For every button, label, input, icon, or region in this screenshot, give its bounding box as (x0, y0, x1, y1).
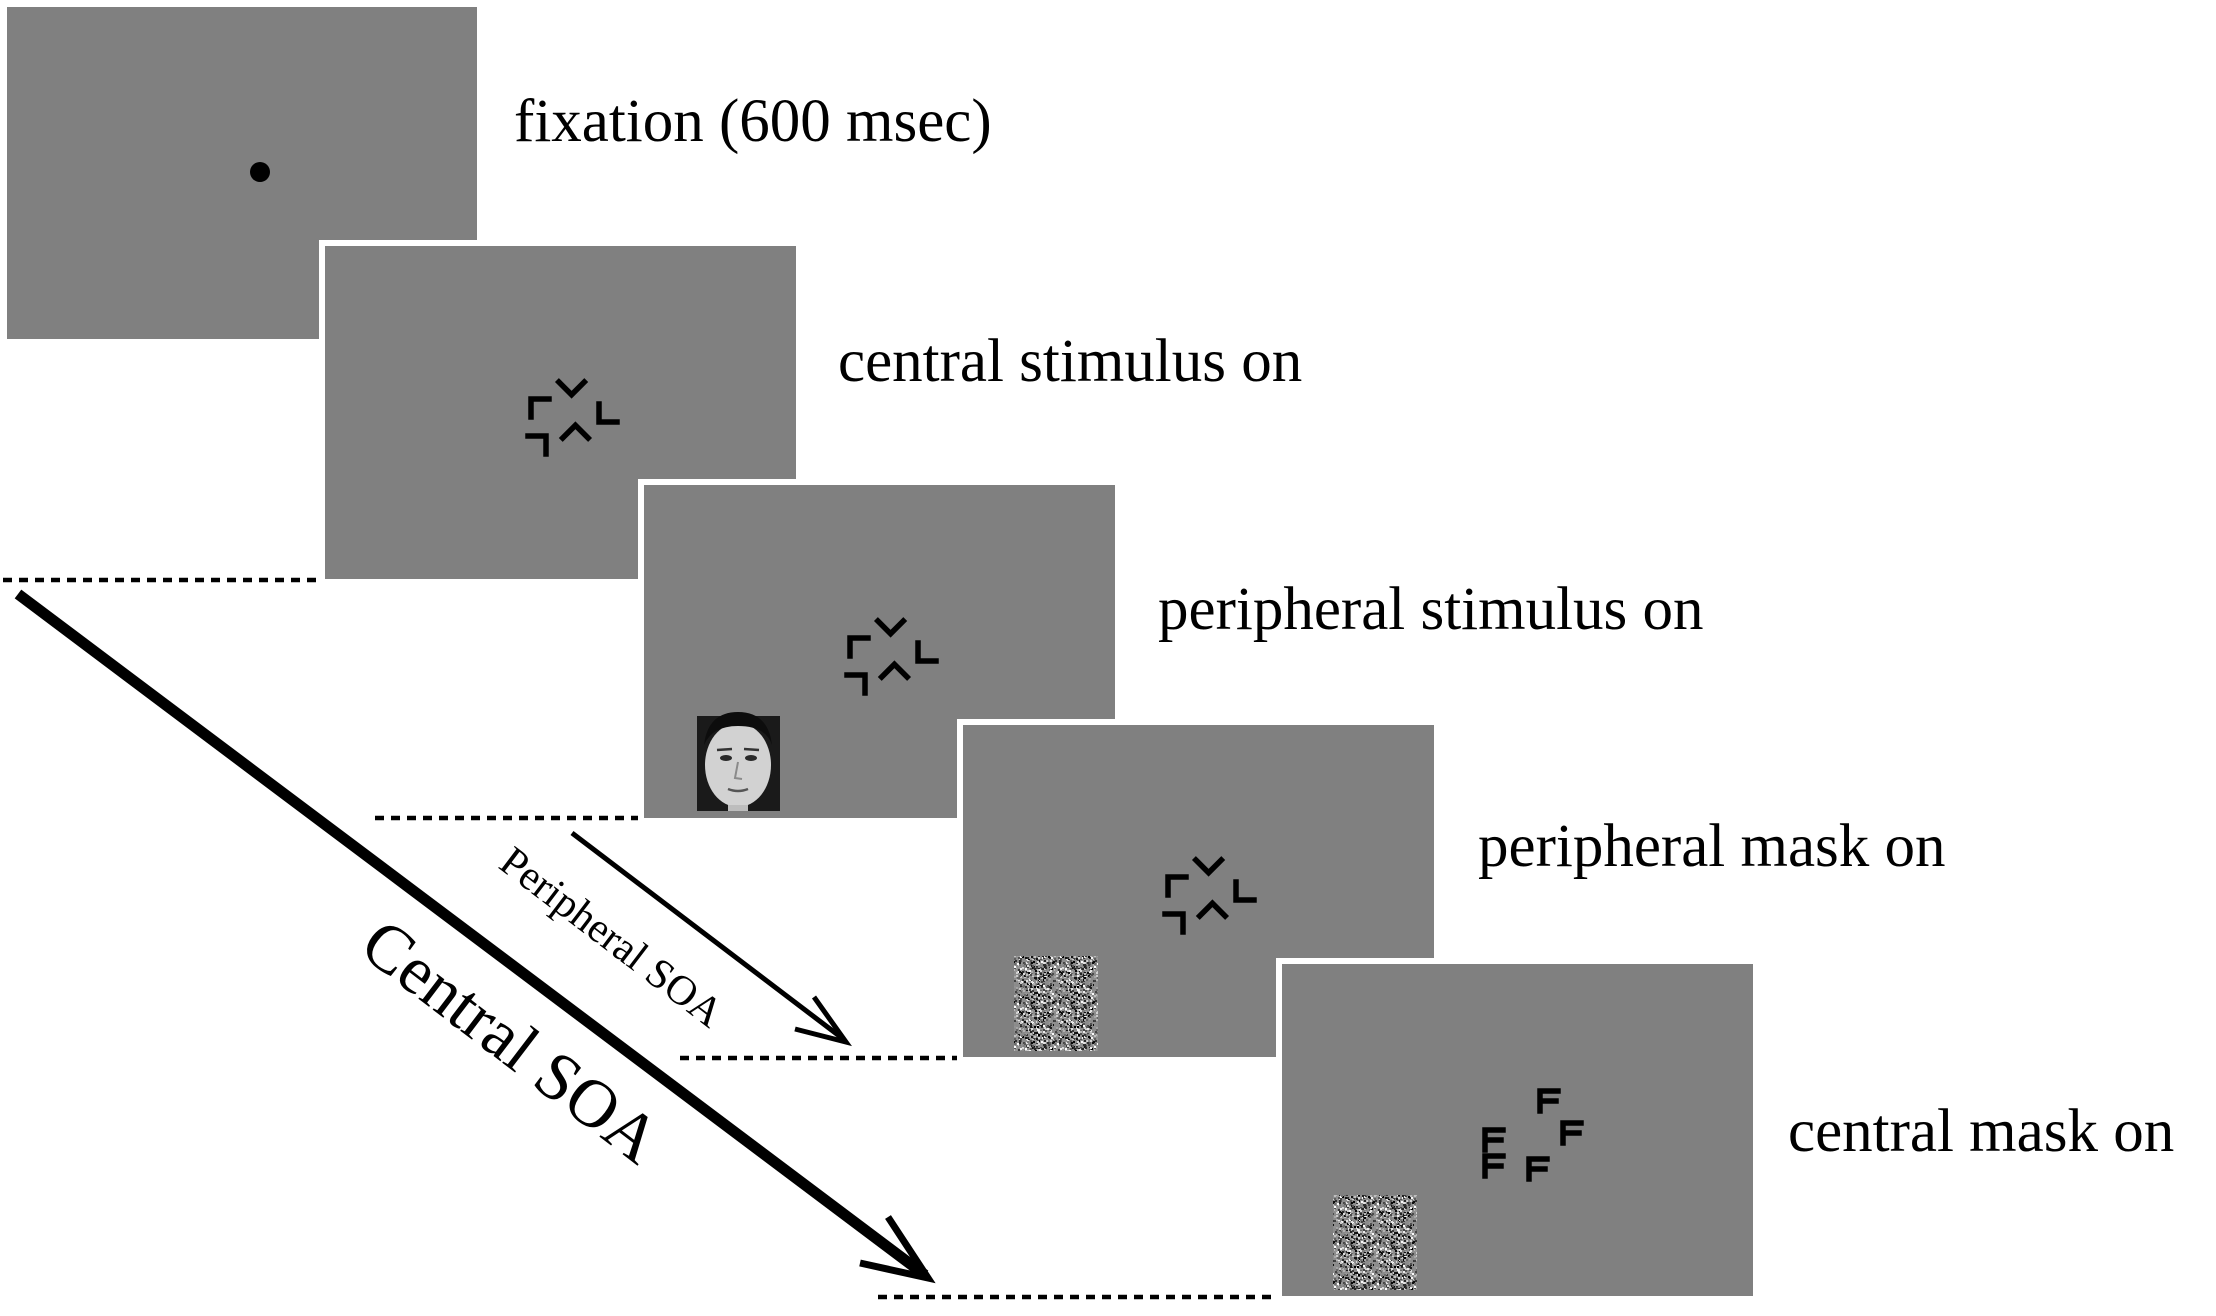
stimulus-element (558, 421, 593, 442)
peripheral-soa-arrow (570, 831, 852, 1047)
stimulus-element (1165, 874, 1189, 898)
central-stimulus-array (1162, 856, 1257, 935)
stimulus-element (596, 401, 620, 425)
central-stimulus-array (525, 378, 620, 457)
stimulus-element (915, 640, 939, 664)
step-label-peripheral-mask: peripheral mask on (1478, 813, 1946, 880)
central-stimulus-array (844, 617, 939, 696)
face-photo (697, 712, 780, 811)
step-label-central-mask: central mask on (1788, 1098, 2174, 1165)
stimulus-element (844, 672, 868, 696)
stimulus-element (528, 396, 552, 420)
central-mask-array (1482, 1088, 1584, 1182)
screen-central-stimulus (319, 240, 802, 585)
stimulus-element (1233, 879, 1257, 903)
step-label-fixation: fixation (600 msec) (514, 88, 992, 155)
stimulus-element (1162, 911, 1186, 935)
stimulus-element (873, 617, 908, 638)
stimulus-element (847, 635, 871, 659)
step-label-peripheral-stimulus: peripheral stimulus on (1158, 576, 1704, 643)
screen-peripheral-stimulus (638, 479, 1121, 824)
screen-central-mask (1276, 958, 1759, 1302)
stimulus-element (877, 660, 912, 681)
mask-element (1560, 1120, 1584, 1146)
mask-element (1482, 1153, 1506, 1179)
mask-element (1526, 1156, 1550, 1182)
peripheral-noise-mask (1014, 956, 1098, 1051)
step-label-central-stimulus: central stimulus on (838, 328, 1302, 395)
peripheral-noise-mask (1333, 1195, 1417, 1290)
mask-element (1537, 1088, 1561, 1114)
mask-element (1482, 1127, 1506, 1153)
stimulus-element (525, 433, 549, 457)
fixation-dot (250, 162, 270, 182)
central-soa-arrow (14, 589, 936, 1284)
stimulus-element (1191, 856, 1226, 877)
stimulus-element (1195, 899, 1230, 920)
stimulus-element (554, 378, 589, 399)
